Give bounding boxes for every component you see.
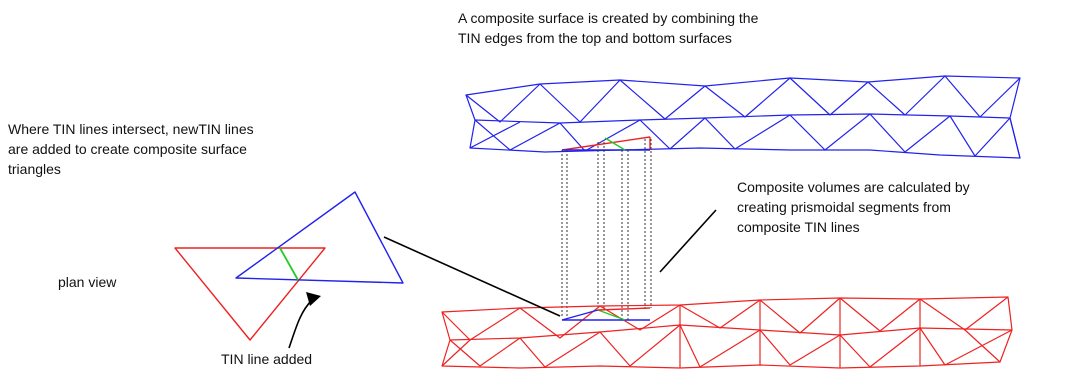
plan-view-label: plan view [58, 274, 117, 290]
bottom-composite-red-edge [597, 307, 651, 311]
intersect-note: Where TIN lines intersect, newTIN lines … [8, 119, 254, 179]
bottom-surface-midline [449, 324, 1013, 341]
bottom-composite-triangle [561, 307, 651, 321]
intersect-note-line-3: triangles [8, 161, 61, 177]
volumes-note-line-2: creating prismoidal segments from [737, 199, 951, 215]
plan-added-tin-line [279, 247, 299, 281]
composite-surface-note: A composite surface is created by combin… [458, 8, 758, 48]
plan-blue-triangle [235, 191, 404, 284]
intersect-note-line-1: Where TIN lines intersect, newTIN lines [8, 121, 254, 137]
volumes-note-line-3: composite TIN lines [737, 219, 860, 235]
top-surface-edges-lower [474, 113, 1011, 157]
bottom-composite-green-edge [597, 309, 626, 321]
composite-surface-note-line-2: TIN edges from the top and bottom surfac… [458, 30, 732, 46]
bottom-surface-edge-b [964, 329, 1001, 363]
volumes-note-line-1: Composite volumes are calculated by [737, 179, 970, 195]
tin-added-arrowhead [306, 292, 321, 306]
tin-line-added-label: TIN line added [221, 351, 313, 367]
volumes-note: Composite volumes are calculated by crea… [737, 177, 970, 237]
top-composite-green-edge [604, 137, 626, 151]
plan-to-surface-connector [383, 236, 561, 317]
bottom-surface-edges-upper [441, 296, 1009, 341]
plan-red-triangle [174, 247, 326, 341]
top-composite-red-edge [561, 136, 651, 151]
intersect-note-line-2: are added to create composite surface [8, 141, 247, 157]
tin-added-arrow-path [288, 299, 313, 349]
top-surface-tin [465, 75, 1021, 159]
bottom-composite-blue-edge-2 [561, 309, 599, 321]
top-surface-midline [474, 113, 1011, 124]
volumes-leader-line [659, 209, 717, 273]
top-composite-triangle [561, 136, 651, 151]
bottom-surface-tin [441, 296, 1013, 369]
bottom-surface-outline [441, 296, 1013, 369]
bottom-surface-edge-a [441, 339, 471, 367]
top-surface-edge-a [469, 121, 521, 149]
prism-dotted-lines [561, 139, 652, 320]
top-surface-edges-upper [465, 75, 1021, 123]
plan-view-diagram [174, 191, 404, 341]
bottom-surface-edges-lower [449, 324, 1013, 368]
top-surface-edge-b [1009, 117, 1021, 159]
composite-surface-note-line-1: A composite surface is created by combin… [458, 10, 759, 26]
